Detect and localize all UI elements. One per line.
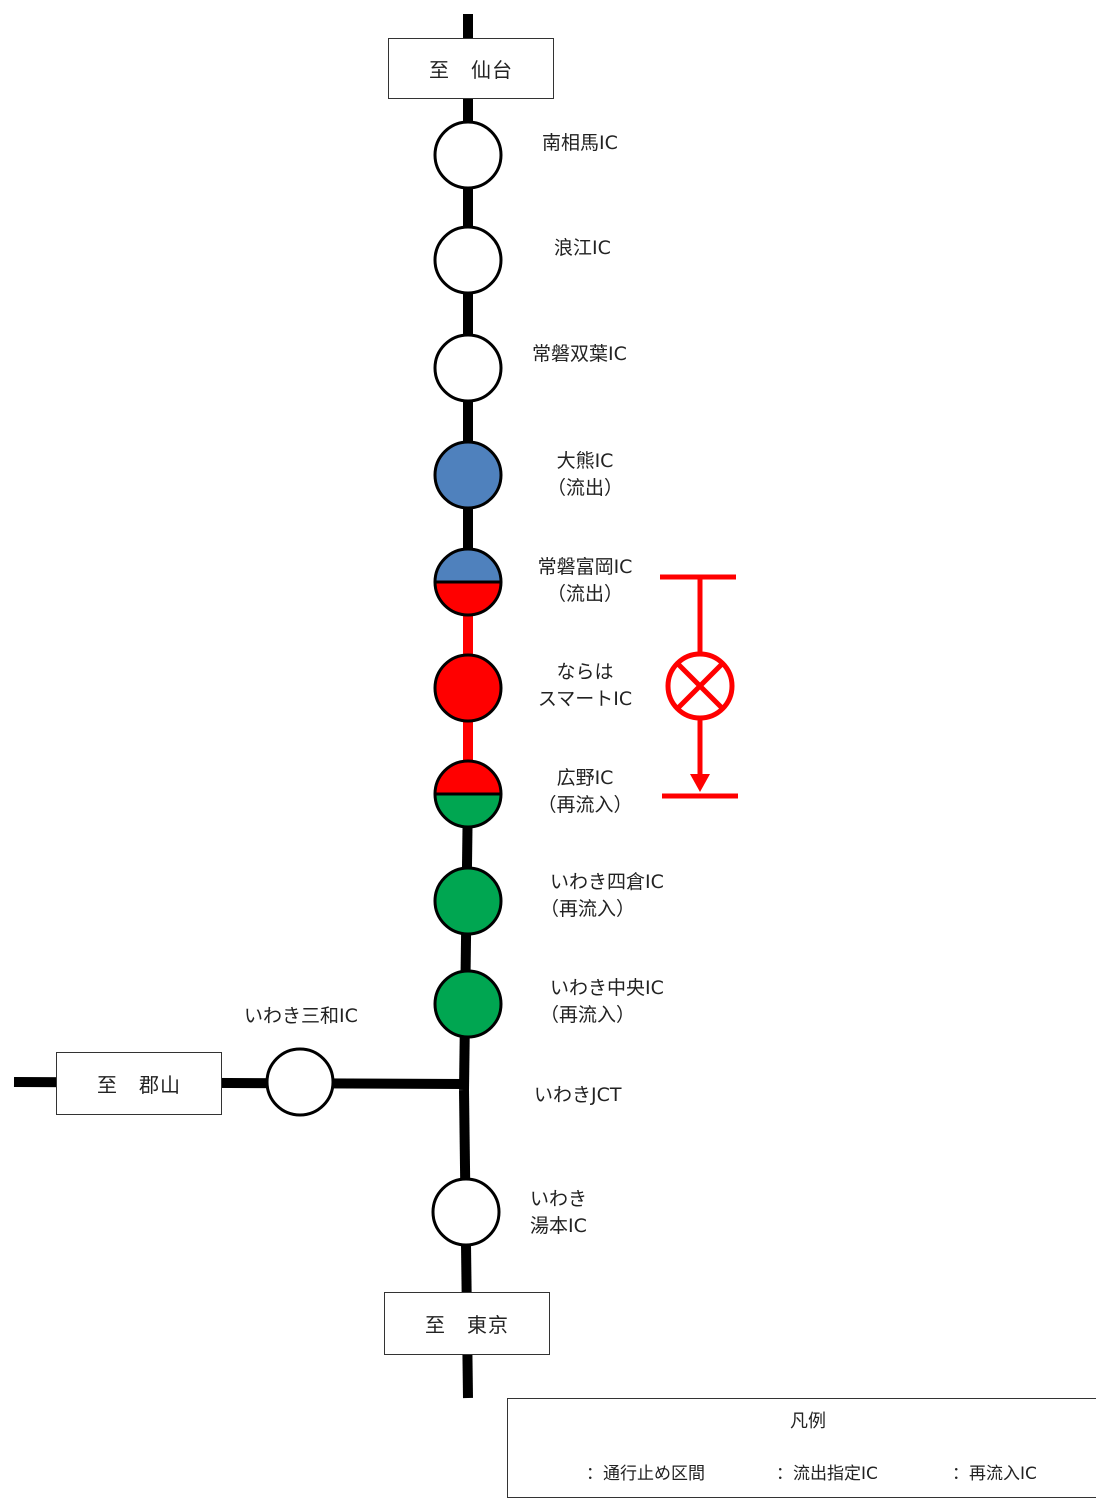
station-hirono — [433, 759, 503, 829]
direction-north-label: 至 仙台 — [429, 58, 513, 82]
station-namie — [433, 225, 503, 295]
station-label-hirono: 広野IC （再流入） — [537, 767, 633, 816]
road-middle-segment — [459, 789, 473, 1091]
station-label-tomioka: 常磐富岡IC （流出） — [537, 556, 633, 605]
legend-box: 凡例 ：通行止め区間 ：流出指定IC ：再流入IC — [507, 1398, 1096, 1498]
station-yumoto — [431, 1177, 501, 1247]
legend-closed-label: ：通行止め区間 — [586, 1464, 705, 1484]
station-label-yumoto: いわき 湯本IC — [530, 1188, 588, 1237]
station-minamisoma — [433, 120, 503, 190]
station-label-minamisoma: 南相馬IC — [542, 132, 618, 154]
station-label-miwa: いわき三和IC — [244, 1005, 358, 1027]
station-label-naraha: ならは スマートIC — [537, 661, 633, 710]
direction-south-box: 至 東京 — [384, 1292, 550, 1355]
direction-west-box: 至 郡山 — [56, 1052, 222, 1115]
station-futaba — [433, 333, 503, 403]
station-label-okuma: 大熊IC （流出） — [546, 450, 623, 499]
closure-arrowhead — [690, 774, 710, 792]
closure-indicator — [660, 574, 738, 799]
station-label-iwaki-chuo: いわき中央IC （再流入） — [540, 977, 664, 1026]
station-okuma — [433, 440, 503, 510]
station-iwaki-chuo — [433, 969, 503, 1039]
station-label-namie: 浪江IC — [554, 237, 611, 259]
station-label-futaba: 常磐双葉IC — [532, 343, 627, 365]
direction-north-box: 至 仙台 — [388, 38, 554, 99]
legend-reentry-label: ：再流入IC — [952, 1464, 1037, 1484]
legend-exit-label: ：流出指定IC — [776, 1464, 878, 1484]
station-label-yotsukura: いわき四倉IC （再流入） — [540, 871, 664, 920]
direction-west-label: 至 郡山 — [97, 1073, 181, 1097]
legend-title: 凡例 — [790, 1411, 826, 1432]
station-tomioka — [433, 547, 503, 617]
direction-south-label: 至 東京 — [425, 1313, 509, 1337]
station-label-iwaki-jct: いわきJCT — [534, 1084, 622, 1106]
station-yotsukura — [433, 866, 503, 936]
station-miwa — [265, 1047, 335, 1117]
station-naraha — [433, 653, 503, 723]
